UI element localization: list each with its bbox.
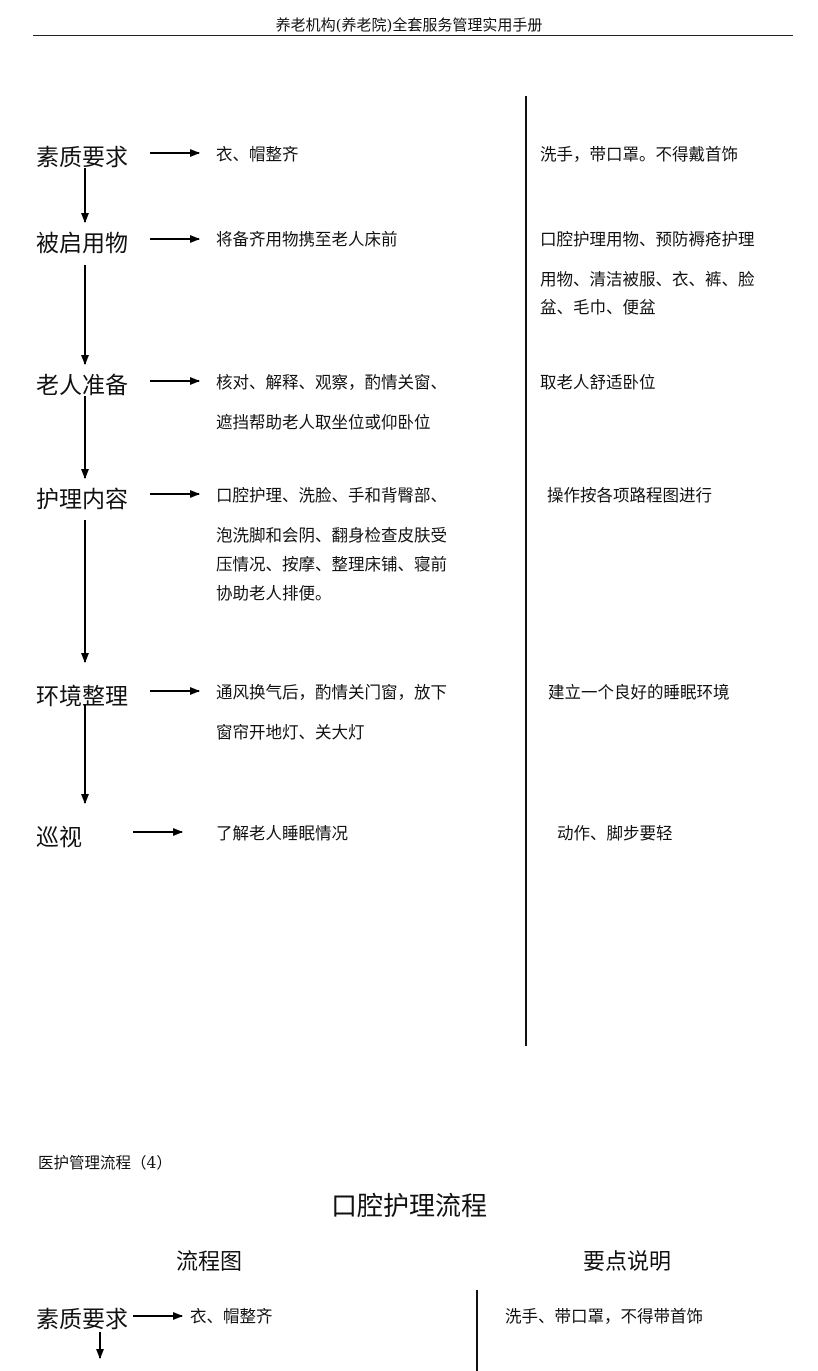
- step-note: 洗手，带口罩。不得戴首饰: [540, 145, 738, 164]
- step-desc: 窗帘开地灯、关大灯: [216, 723, 365, 742]
- step-desc: 遮挡帮助老人取坐位或仰卧位: [216, 413, 431, 432]
- step-note: 建立一个良好的睡眠环境: [548, 683, 730, 702]
- header-rule: [33, 35, 793, 36]
- step-desc: 衣、帽整齐: [216, 145, 299, 164]
- step-name: 老人准备: [36, 373, 128, 399]
- step-note: 操作按各项路程图进行: [547, 486, 712, 505]
- step-name: 被启用物: [36, 231, 128, 257]
- step-name: 巡视: [36, 825, 82, 851]
- step-name: 素质要求: [36, 1307, 128, 1333]
- step-desc: 泡洗脚和会阴、翻身检查皮肤受: [216, 526, 447, 545]
- step-note: 用物、清洁被服、衣、裤、脸: [540, 270, 755, 289]
- section-label: 医护管理流程（4）: [38, 1154, 172, 1172]
- step-desc: 将备齐用物携至老人床前: [216, 230, 398, 249]
- step-desc: 衣、帽整齐: [190, 1307, 273, 1326]
- step-name: 素质要求: [36, 145, 128, 171]
- step-desc: 协助老人排便。: [216, 584, 332, 603]
- column-divider: [525, 96, 527, 1046]
- step-desc: 通风换气后，酌情关门窗，放下: [216, 683, 447, 702]
- step-desc: 口腔护理、洗脸、手和背臀部、: [216, 486, 447, 505]
- step-note: 盆、毛巾、便盆: [540, 298, 656, 317]
- step-note: 口腔护理用物、预防褥疮护理: [540, 230, 755, 249]
- step-desc: 压情况、按摩、整理床铺、寝前: [216, 555, 447, 574]
- step-name: 护理内容: [36, 487, 128, 513]
- column-header-flowchart: 流程图: [176, 1250, 243, 1275]
- step-note: 取老人舒适卧位: [540, 373, 656, 392]
- step-note: 动作、脚步要轻: [557, 824, 673, 843]
- section-title: 口腔护理流程: [330, 1192, 487, 1222]
- step-note: 洗手、带口罩，不得带首饰: [505, 1307, 703, 1326]
- column-header-notes: 要点说明: [583, 1250, 672, 1275]
- page-header: 养老机构(养老院)全套服务管理实用手册: [275, 16, 543, 34]
- column-divider: [476, 1290, 478, 1371]
- step-name: 环境整理: [36, 684, 128, 710]
- step-desc: 核对、解释、观察，酌情关窗、: [216, 373, 447, 392]
- step-desc: 了解老人睡眠情况: [216, 824, 348, 843]
